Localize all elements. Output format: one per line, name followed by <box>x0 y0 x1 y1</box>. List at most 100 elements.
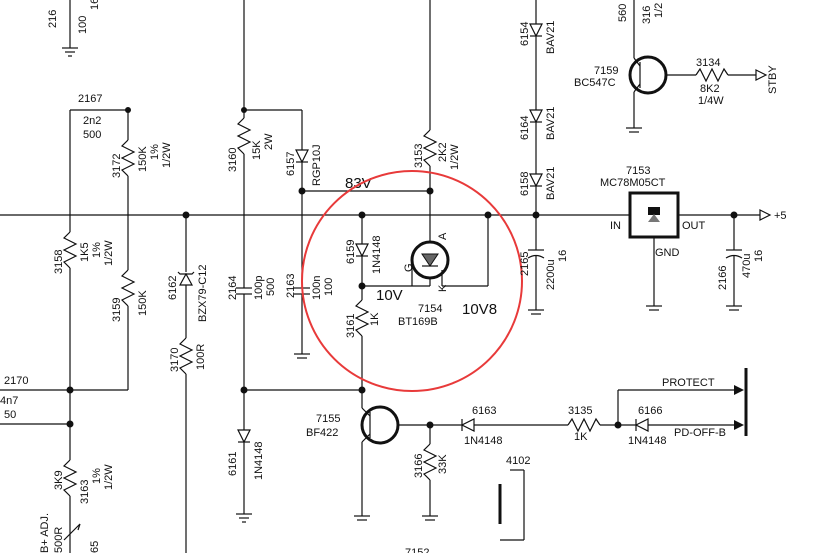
diode-d6157-icon <box>295 149 309 164</box>
c2166-ref-label: 2166 <box>717 266 729 290</box>
protect-label: PROTECT <box>662 377 715 389</box>
r3159-ref-label: 3159 <box>111 298 123 322</box>
regulator-out-label: OUT <box>682 220 706 232</box>
num65-label: 65 <box>89 541 101 553</box>
d6163-part-label: 1N4148 <box>464 435 503 447</box>
stby-arrow-icon <box>755 69 768 81</box>
d6158-ref-label: 6158 <box>519 172 531 196</box>
t7155-ref-label: 7155 <box>316 413 340 425</box>
transistor-7155-body-icon <box>360 405 400 445</box>
r3158-ref-label: 3158 <box>53 250 65 274</box>
d6164-part-label: BAV21 <box>545 107 557 140</box>
d6166-part-label: 1N4148 <box>628 435 667 447</box>
top-ref-label: 560 <box>617 4 629 22</box>
u7153-ref-label: 7153 <box>626 165 650 177</box>
d6166-ref-label: 6166 <box>638 405 662 417</box>
resistor-r3159 <box>120 269 136 307</box>
r3172-ref-label: 3172 <box>111 154 123 178</box>
d6164-ref-label: 6164 <box>519 116 531 140</box>
bottom-ref-label: 7152 <box>405 547 429 553</box>
r3153-val-label: 2K2 <box>437 142 449 162</box>
r3135-val-label: 1K <box>574 431 588 443</box>
top-left-ref-label: 216 <box>47 10 59 28</box>
r3172-tol-label: 1% <box>149 144 161 160</box>
d6157-part-label: RGP10J <box>311 144 323 186</box>
c2164-val2-label: 500 <box>265 278 277 296</box>
wire <box>633 83 641 93</box>
diode-d6158-icon <box>529 173 543 188</box>
c2167-val2-label: 500 <box>83 129 101 141</box>
bplus-val-label: 500R <box>53 527 65 553</box>
t7159-ref-label: 7159 <box>594 65 618 77</box>
r3158-pwr-label: 1/2W <box>103 240 115 266</box>
r3166-val-label: 33K <box>437 454 449 474</box>
diode-d6159-icon <box>355 243 369 258</box>
resistor-r3172 <box>120 139 136 177</box>
c2166-val2-label: 16 <box>753 250 765 262</box>
regulator-gnd-label: GND <box>655 247 680 259</box>
c2163-val2-label: 100 <box>323 278 335 296</box>
d6158-part-label: BAV21 <box>545 167 557 200</box>
resistor-r3158 <box>62 231 78 269</box>
regulator-in-label: IN <box>610 220 621 232</box>
u7153-part-label: MC78M05CT <box>600 177 666 189</box>
potentiometer-arrow-icon <box>63 523 81 541</box>
diode-d6166-icon <box>634 418 649 432</box>
resistor-r3170 <box>178 337 194 375</box>
scr-part-label: BT169B <box>398 316 438 328</box>
scr-triangle-icon <box>421 253 439 267</box>
top-pwr-label: 1/2 <box>653 3 665 18</box>
scr-anode-label: A <box>437 232 449 240</box>
d6154-ref-label: 6154 <box>519 22 531 46</box>
t7159-part-label: BC547C <box>574 77 616 89</box>
d6161-part-label: 1N4148 <box>253 441 265 480</box>
t7155-part-label: BF422 <box>306 427 338 439</box>
c2163-val-label: 100n <box>311 276 323 300</box>
r3170-val-label: 100R <box>195 344 207 370</box>
wire <box>633 57 641 67</box>
r3166-ref-label: 3166 <box>413 454 425 478</box>
diode-d6161-icon <box>237 429 251 444</box>
r3153-pwr-label: 1/2W <box>449 144 461 170</box>
r3134-ref-label: 3134 <box>696 57 720 69</box>
r3159-val-label: 150K <box>137 290 149 316</box>
transistor-7159-body-icon <box>628 55 668 95</box>
r3172-pwr-label: 1/2W <box>161 142 173 168</box>
r3163-pwr-label: 1/2W <box>103 464 115 490</box>
pdoff-arrow-icon <box>734 420 744 430</box>
protect-arrow-icon <box>734 385 744 395</box>
r3172-val-label: 150K <box>137 146 149 172</box>
r3158-tol-label: 1% <box>91 242 103 258</box>
c2170-val2-label: 50 <box>4 409 16 421</box>
regulator-tab-icon <box>648 207 660 215</box>
c2167-ref-label: 2167 <box>78 93 102 105</box>
d6162-part-label: BZX79-C12 <box>197 265 209 322</box>
d6161-ref-label: 6161 <box>227 452 239 476</box>
voltage-10v-label: 10V <box>376 287 403 304</box>
r3161-ref-label: 3161 <box>345 314 357 338</box>
r3153-ref-label: 3153 <box>413 144 425 168</box>
voltage-83v-label: 83V <box>345 175 372 192</box>
r3160-pwr-label: 2W <box>263 133 275 150</box>
plus5-arrow-icon <box>759 209 772 221</box>
stby-label: STBY <box>767 65 779 94</box>
r3158-val-label: 1K5 <box>79 242 91 262</box>
zener-d6162-icon <box>178 272 194 286</box>
scr-cathode-label: K <box>437 284 449 292</box>
voltage-10v8-label: 10V8 <box>462 301 497 318</box>
highlight-circle <box>301 170 523 392</box>
top-left-val-label: 100 <box>77 16 89 34</box>
capacitor-c2165-plate <box>527 254 545 259</box>
r3134-pwr-label: 1/4W <box>698 95 724 107</box>
r3161-val-label: 1K <box>369 312 381 326</box>
top-val-label: 316 <box>641 6 653 24</box>
resistor-r3160 <box>236 117 252 155</box>
r3170-ref-label: 3170 <box>169 348 181 372</box>
d6162-ref-label: 6162 <box>167 276 179 300</box>
d6154-part-label: BAV21 <box>545 21 557 54</box>
resistor-r3161 <box>354 299 370 337</box>
scr-ref-label: 7154 <box>418 303 442 315</box>
scr-gate-label: G <box>403 263 415 272</box>
r3163-ref-label: 3163 <box>79 480 91 504</box>
c2165-val-label: 2200u <box>545 259 557 290</box>
